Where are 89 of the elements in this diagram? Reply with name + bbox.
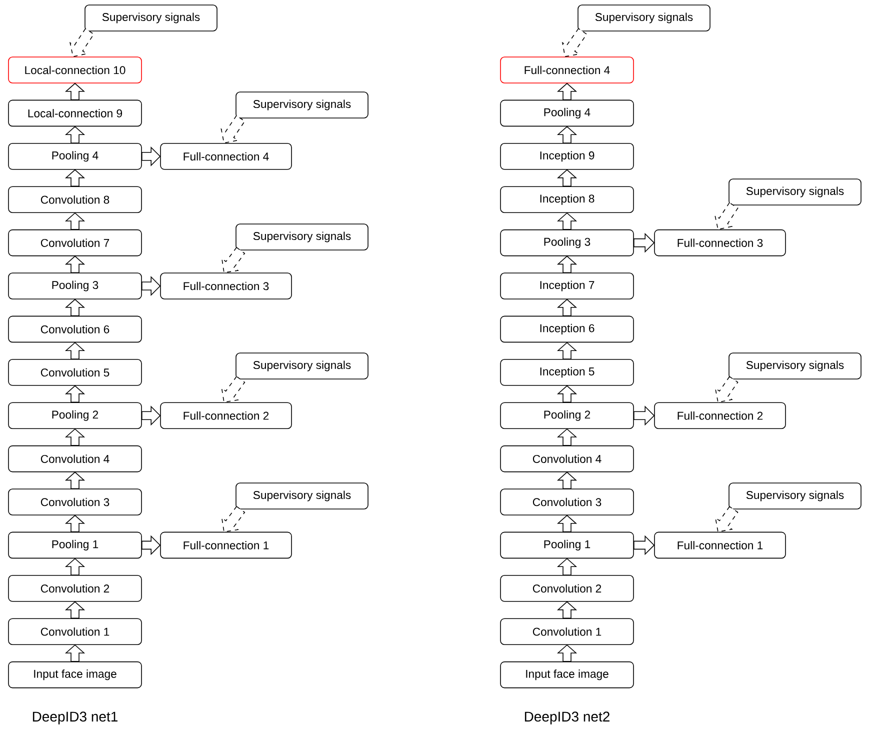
block-arrow <box>556 472 578 489</box>
block-arrow <box>556 169 578 187</box>
block-arrow <box>556 644 578 662</box>
layer-box: Supervisory signals <box>236 224 368 250</box>
layer-box: Inception 7 <box>500 272 634 300</box>
layer-box: Convolution 1 <box>8 618 142 645</box>
layer-box: Supervisory signals <box>728 178 862 206</box>
block-arrow <box>556 212 578 230</box>
block-arrow <box>64 472 86 489</box>
layer-box: Convolution 7 <box>8 229 142 256</box>
layer-box: Input face image <box>8 661 142 688</box>
block-arrow <box>64 342 86 360</box>
layer-box: Convolution 6 <box>8 316 142 343</box>
layer-box: Inception 9 <box>500 143 634 170</box>
layer-box: Supervisory signals <box>236 482 368 510</box>
block-arrow <box>634 232 655 253</box>
layer-box: Pooling 1 <box>8 532 142 559</box>
layer-box: Pooling 4 <box>8 143 142 170</box>
block-arrow <box>142 406 161 426</box>
layer-box: Local-connection 9 <box>8 100 142 127</box>
block-arrow <box>142 276 161 296</box>
block-arrow <box>556 514 578 532</box>
block-arrow <box>64 82 86 100</box>
layer-box: Local-connection 10 <box>8 56 142 84</box>
layer-box: Full-connection 4 <box>500 56 634 84</box>
block-arrow <box>64 212 86 230</box>
layer-box: Convolution 2 <box>8 575 142 602</box>
block-arrow <box>556 298 578 316</box>
layer-box: Supervisory signals <box>84 4 218 32</box>
block-arrow <box>634 406 655 426</box>
layer-box: Inception 8 <box>500 186 634 213</box>
layer-box: Supervisory signals <box>728 352 862 380</box>
layer-box: Pooling 2 <box>8 402 142 429</box>
block-arrow <box>556 126 578 144</box>
block-arrow <box>64 428 86 446</box>
layer-box: Pooling 3 <box>8 272 142 300</box>
block-arrow <box>64 256 86 273</box>
layer-box: Full-connection 3 <box>160 272 292 300</box>
layer-box: Pooling 2 <box>500 402 634 429</box>
block-arrow <box>64 558 86 576</box>
layer-box: Convolution 4 <box>8 445 142 472</box>
layer-box: Supervisory signals <box>236 352 368 380</box>
block-arrow <box>556 428 578 446</box>
layer-box: Full-connection 3 <box>654 229 786 256</box>
layer-box: Convolution 1 <box>500 618 634 645</box>
block-arrow <box>556 558 578 576</box>
block-arrow <box>64 298 86 316</box>
block-arrow <box>142 146 161 166</box>
block-arrow <box>64 126 86 144</box>
block-arrow <box>64 644 86 662</box>
network-caption: DeepID3 net2 <box>524 712 610 724</box>
layer-box: Convolution 3 <box>500 488 634 516</box>
layer-box: Supervisory signals <box>728 482 862 510</box>
layer-box: Full-connection 2 <box>654 402 786 429</box>
block-arrow <box>556 342 578 360</box>
layer-box: Inception 5 <box>500 359 634 386</box>
layer-box: Convolution 2 <box>500 575 634 602</box>
block-arrow <box>220 115 246 144</box>
layer-box: Inception 6 <box>500 316 634 343</box>
layer-box: Convolution 4 <box>500 445 634 472</box>
block-arrow <box>64 385 86 403</box>
layer-box: Convolution 3 <box>8 488 142 516</box>
layer-box: Full-connection 2 <box>160 402 292 429</box>
layer-box: Input face image <box>500 661 634 688</box>
layer-box: Full-connection 1 <box>654 532 786 559</box>
block-arrow <box>142 535 161 556</box>
block-arrow <box>64 169 86 187</box>
layer-box: Supervisory signals <box>578 4 710 32</box>
block-arrow <box>556 82 578 100</box>
block-arrow <box>714 376 738 403</box>
block-arrow <box>556 601 578 619</box>
layer-box: Full-connection 4 <box>160 143 292 170</box>
block-arrow <box>64 514 86 532</box>
block-arrow <box>562 28 588 58</box>
block-arrow <box>714 202 738 230</box>
layer-box: Pooling 3 <box>500 229 634 256</box>
block-arrow <box>634 535 655 556</box>
block-arrow <box>64 601 86 619</box>
layer-box: Convolution 5 <box>8 359 142 386</box>
layer-box: Pooling 4 <box>500 100 634 127</box>
layer-box: Pooling 1 <box>500 532 634 559</box>
layer-box: Full-connection 1 <box>160 532 292 559</box>
block-arrow <box>556 385 578 403</box>
block-arrow <box>556 256 578 273</box>
block-arrow <box>70 28 94 58</box>
layer-box: Supervisory signals <box>236 92 368 118</box>
block-arrow <box>714 506 738 532</box>
layer-box: Convolution 8 <box>8 186 142 213</box>
network-caption: DeepID3 net1 <box>32 712 118 724</box>
